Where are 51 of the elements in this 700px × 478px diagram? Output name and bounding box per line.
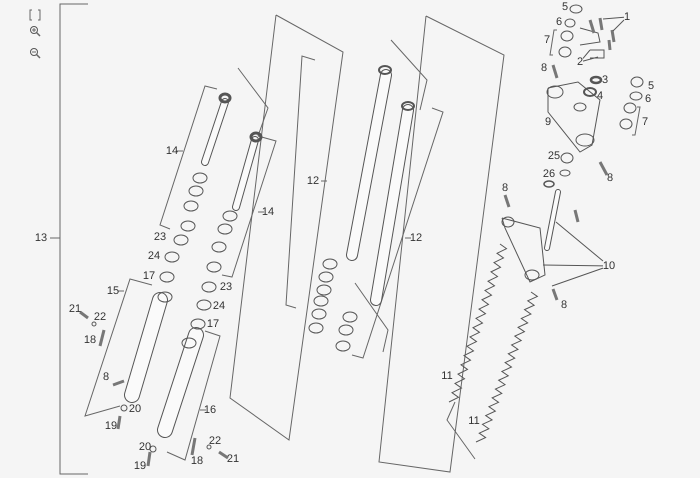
- callout-number: 14: [262, 206, 274, 218]
- leader-line: [612, 20, 624, 32]
- callout-number: 14: [166, 145, 178, 157]
- callout-number: 6: [556, 16, 562, 28]
- callout-number: 18: [190, 455, 204, 467]
- callout-number: 15: [106, 285, 120, 297]
- callout-number: 8: [606, 172, 614, 184]
- callout-number: 19: [104, 420, 118, 432]
- callout-number: 12: [306, 175, 320, 187]
- callout-number: 2: [576, 56, 584, 68]
- callout-number: 20: [128, 403, 142, 415]
- callout-number: 23: [154, 231, 166, 243]
- callout-number: 11: [468, 415, 480, 427]
- callout-number: 21: [226, 453, 240, 465]
- callout-number: 9: [544, 116, 552, 128]
- callout-number: 24: [148, 250, 160, 262]
- callout-number: 24: [212, 300, 226, 312]
- callout-number: 3: [602, 74, 608, 86]
- callout-number: 22: [94, 311, 106, 323]
- callout-number: 18: [84, 334, 96, 346]
- callout-number: 11: [441, 370, 453, 382]
- callout-number: 17: [206, 318, 220, 330]
- callout-number: 25: [548, 150, 560, 162]
- callout-number: 7: [544, 34, 550, 46]
- callout-number: 6: [644, 93, 652, 105]
- callout-number: 4: [596, 90, 604, 102]
- callout-number: 5: [562, 1, 568, 13]
- callout-number: 13: [34, 232, 48, 244]
- callout-number: 8: [540, 62, 548, 74]
- callout-number: 21: [68, 303, 82, 315]
- callout-number: 17: [142, 270, 156, 282]
- leader-line: [556, 222, 604, 262]
- callout-number: 5: [648, 80, 654, 92]
- callout-number: 26: [542, 168, 556, 180]
- leader-line: [582, 56, 598, 62]
- callout-number: 8: [102, 371, 110, 383]
- leader-line: [542, 264, 604, 266]
- callout-number: 1: [624, 11, 630, 23]
- callout-number: 7: [642, 116, 648, 128]
- callout-number: 8: [560, 299, 568, 311]
- callout-number: 20: [138, 441, 152, 453]
- callout-number: 10: [602, 260, 616, 272]
- callout-number: 12: [410, 232, 422, 244]
- callout-number: 22: [208, 435, 222, 447]
- leader-line: [582, 50, 590, 59]
- leader-line: [552, 268, 604, 286]
- leader-line: [602, 16, 624, 20]
- callout-number: 19: [134, 460, 146, 472]
- callout-number: 16: [204, 404, 216, 416]
- callout-number: 23: [220, 281, 232, 293]
- callout-number: 8: [502, 182, 508, 194]
